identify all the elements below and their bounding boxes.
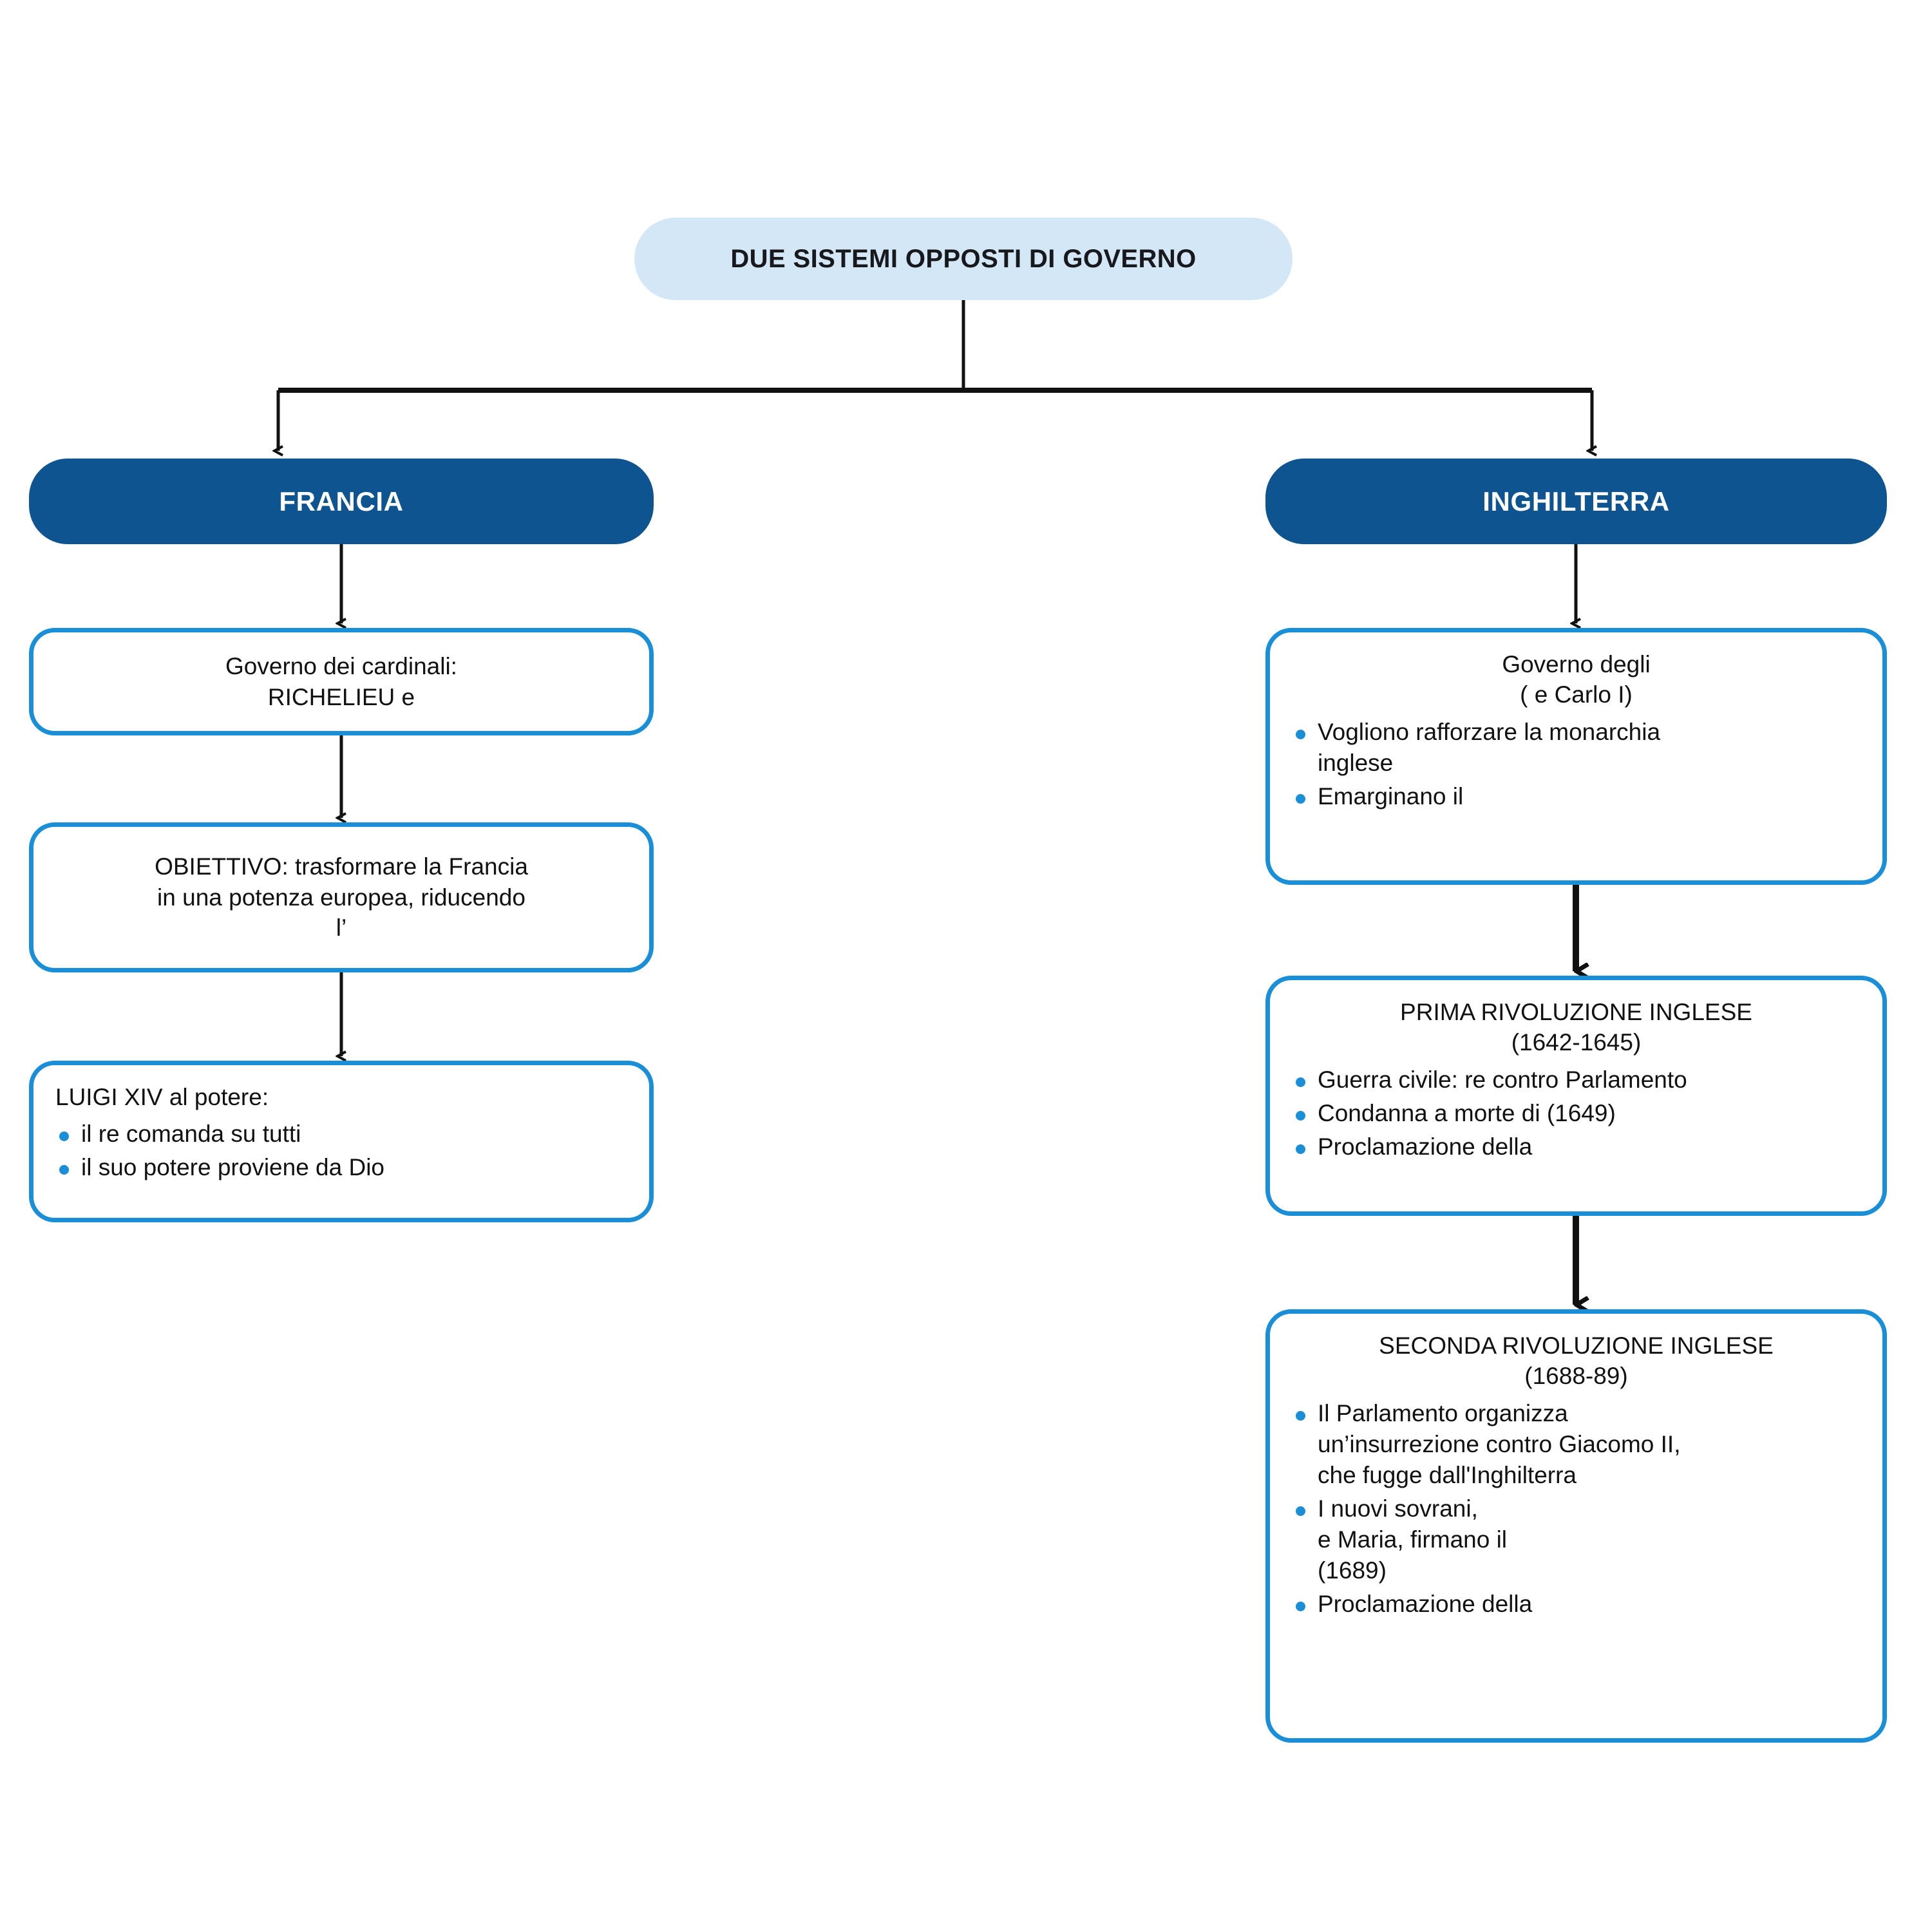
list-item: Guerra civile: re contro Parlamento — [1292, 1065, 1861, 1095]
list-item: Vogliono rafforzare la monarchia inglese — [1292, 717, 1861, 779]
list-item: I nuovi sovrani, e Maria, firmano il (16… — [1292, 1493, 1861, 1586]
card-heading: Governo degli ( e Carlo I) — [1502, 651, 1651, 708]
card-bullet-list: Il Parlamento organizza un’insurrezione … — [1292, 1398, 1861, 1623]
card-heading: PRIMA RIVOLUZIONE INGLESE (1642-1645) — [1400, 999, 1752, 1056]
card-inghilterra-seconda-rivoluzione[interactable]: SECONDA RIVOLUZIONE INGLESE (1688-89) Il… — [1265, 1309, 1887, 1743]
card-francia-cardinali[interactable]: Governo dei cardinali: RICHELIEU e — [29, 628, 654, 735]
connector-title-to-split — [278, 300, 1592, 451]
diagram-title-node: DUE SISTEMI OPPOSTI DI GOVERNO — [634, 218, 1293, 300]
card-heading: SECONDA RIVOLUZIONE INGLESE (1688-89) — [1379, 1332, 1774, 1390]
list-item: Proclamazione della — [1292, 1132, 1861, 1162]
list-item: Emarginano il — [1292, 781, 1861, 812]
list-item: Il Parlamento organizza un’insurrezione … — [1292, 1398, 1861, 1491]
card-heading: OBIETTIVO: trasformare la Francia in una… — [155, 853, 528, 942]
card-heading: Governo dei cardinali: RICHELIEU e — [225, 653, 457, 710]
page-title: DUE SISTEMI OPPOSTI DI GOVERNO — [730, 244, 1197, 273]
list-item: Condanna a morte di (1649) — [1292, 1098, 1861, 1129]
list-item: il suo potere proviene da Dio — [55, 1152, 627, 1183]
branch-header-inghilterra[interactable]: INGHILTERRA — [1265, 459, 1887, 544]
branch-header-label-inghilterra: INGHILTERRA — [1482, 486, 1670, 516]
card-bullet-list: il re comanda su tutti il suo potere pro… — [55, 1119, 627, 1186]
card-heading: LUIGI XIV al potere: — [55, 1084, 269, 1110]
card-francia-obiettivo[interactable]: OBIETTIVO: trasformare la Francia in una… — [29, 822, 654, 972]
list-item: Proclamazione della — [1292, 1589, 1861, 1620]
card-inghilterra-governo[interactable]: Governo degli ( e Carlo I) Vogliono raff… — [1265, 628, 1887, 885]
card-bullet-list: Guerra civile: re contro Parlamento Cond… — [1292, 1065, 1861, 1165]
card-bullet-list: Vogliono rafforzare la monarchia inglese… — [1292, 717, 1861, 815]
card-inghilterra-prima-rivoluzione[interactable]: PRIMA RIVOLUZIONE INGLESE (1642-1645) Gu… — [1265, 976, 1887, 1216]
branch-header-label-francia: FRANCIA — [279, 486, 404, 516]
card-francia-luigi[interactable]: LUIGI XIV al potere: il re comanda su tu… — [29, 1061, 654, 1222]
branch-header-francia[interactable]: FRANCIA — [29, 459, 654, 544]
list-item: il re comanda su tutti — [55, 1119, 627, 1150]
